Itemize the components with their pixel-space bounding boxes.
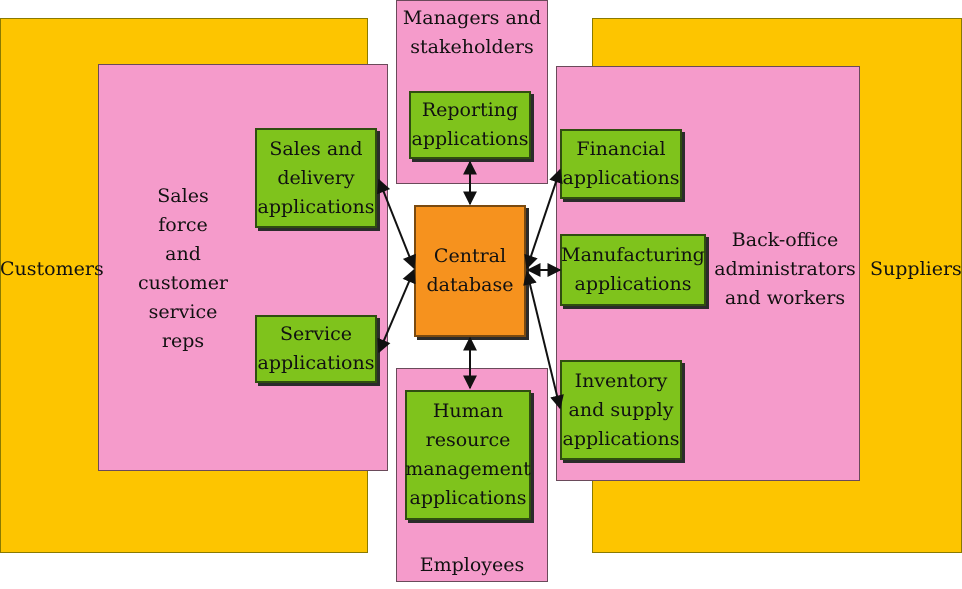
financial-applications: Financial applications — [560, 129, 682, 199]
reporting-applications: Reporting applications — [409, 91, 531, 159]
suppliers-label: Suppliers — [870, 258, 962, 280]
service-applications: Service applications — [255, 315, 377, 383]
arrow-inventory-database — [523, 270, 564, 410]
arrow-sales-database — [377, 178, 416, 270]
arrow-service-database — [377, 268, 416, 354]
sales-delivery-applications: Sales and delivery applications — [255, 128, 377, 228]
central-database: Central database — [414, 205, 526, 337]
manufacturing-applications: Manufacturing applications — [560, 234, 706, 306]
customers-label: Customers — [0, 258, 104, 280]
sales-force-label: Sales force and customer service reps — [137, 185, 229, 352]
back-office-label: Back-office administrators and workers — [714, 229, 856, 309]
managers-label: Managers and stakeholders — [402, 7, 542, 58]
employees-label: Employees — [419, 554, 525, 576]
human-resource-applications: Human resource management applications — [405, 390, 531, 520]
arrow-financial-database — [524, 168, 563, 270]
inventory-applications: Inventory and supply applications — [560, 360, 682, 460]
